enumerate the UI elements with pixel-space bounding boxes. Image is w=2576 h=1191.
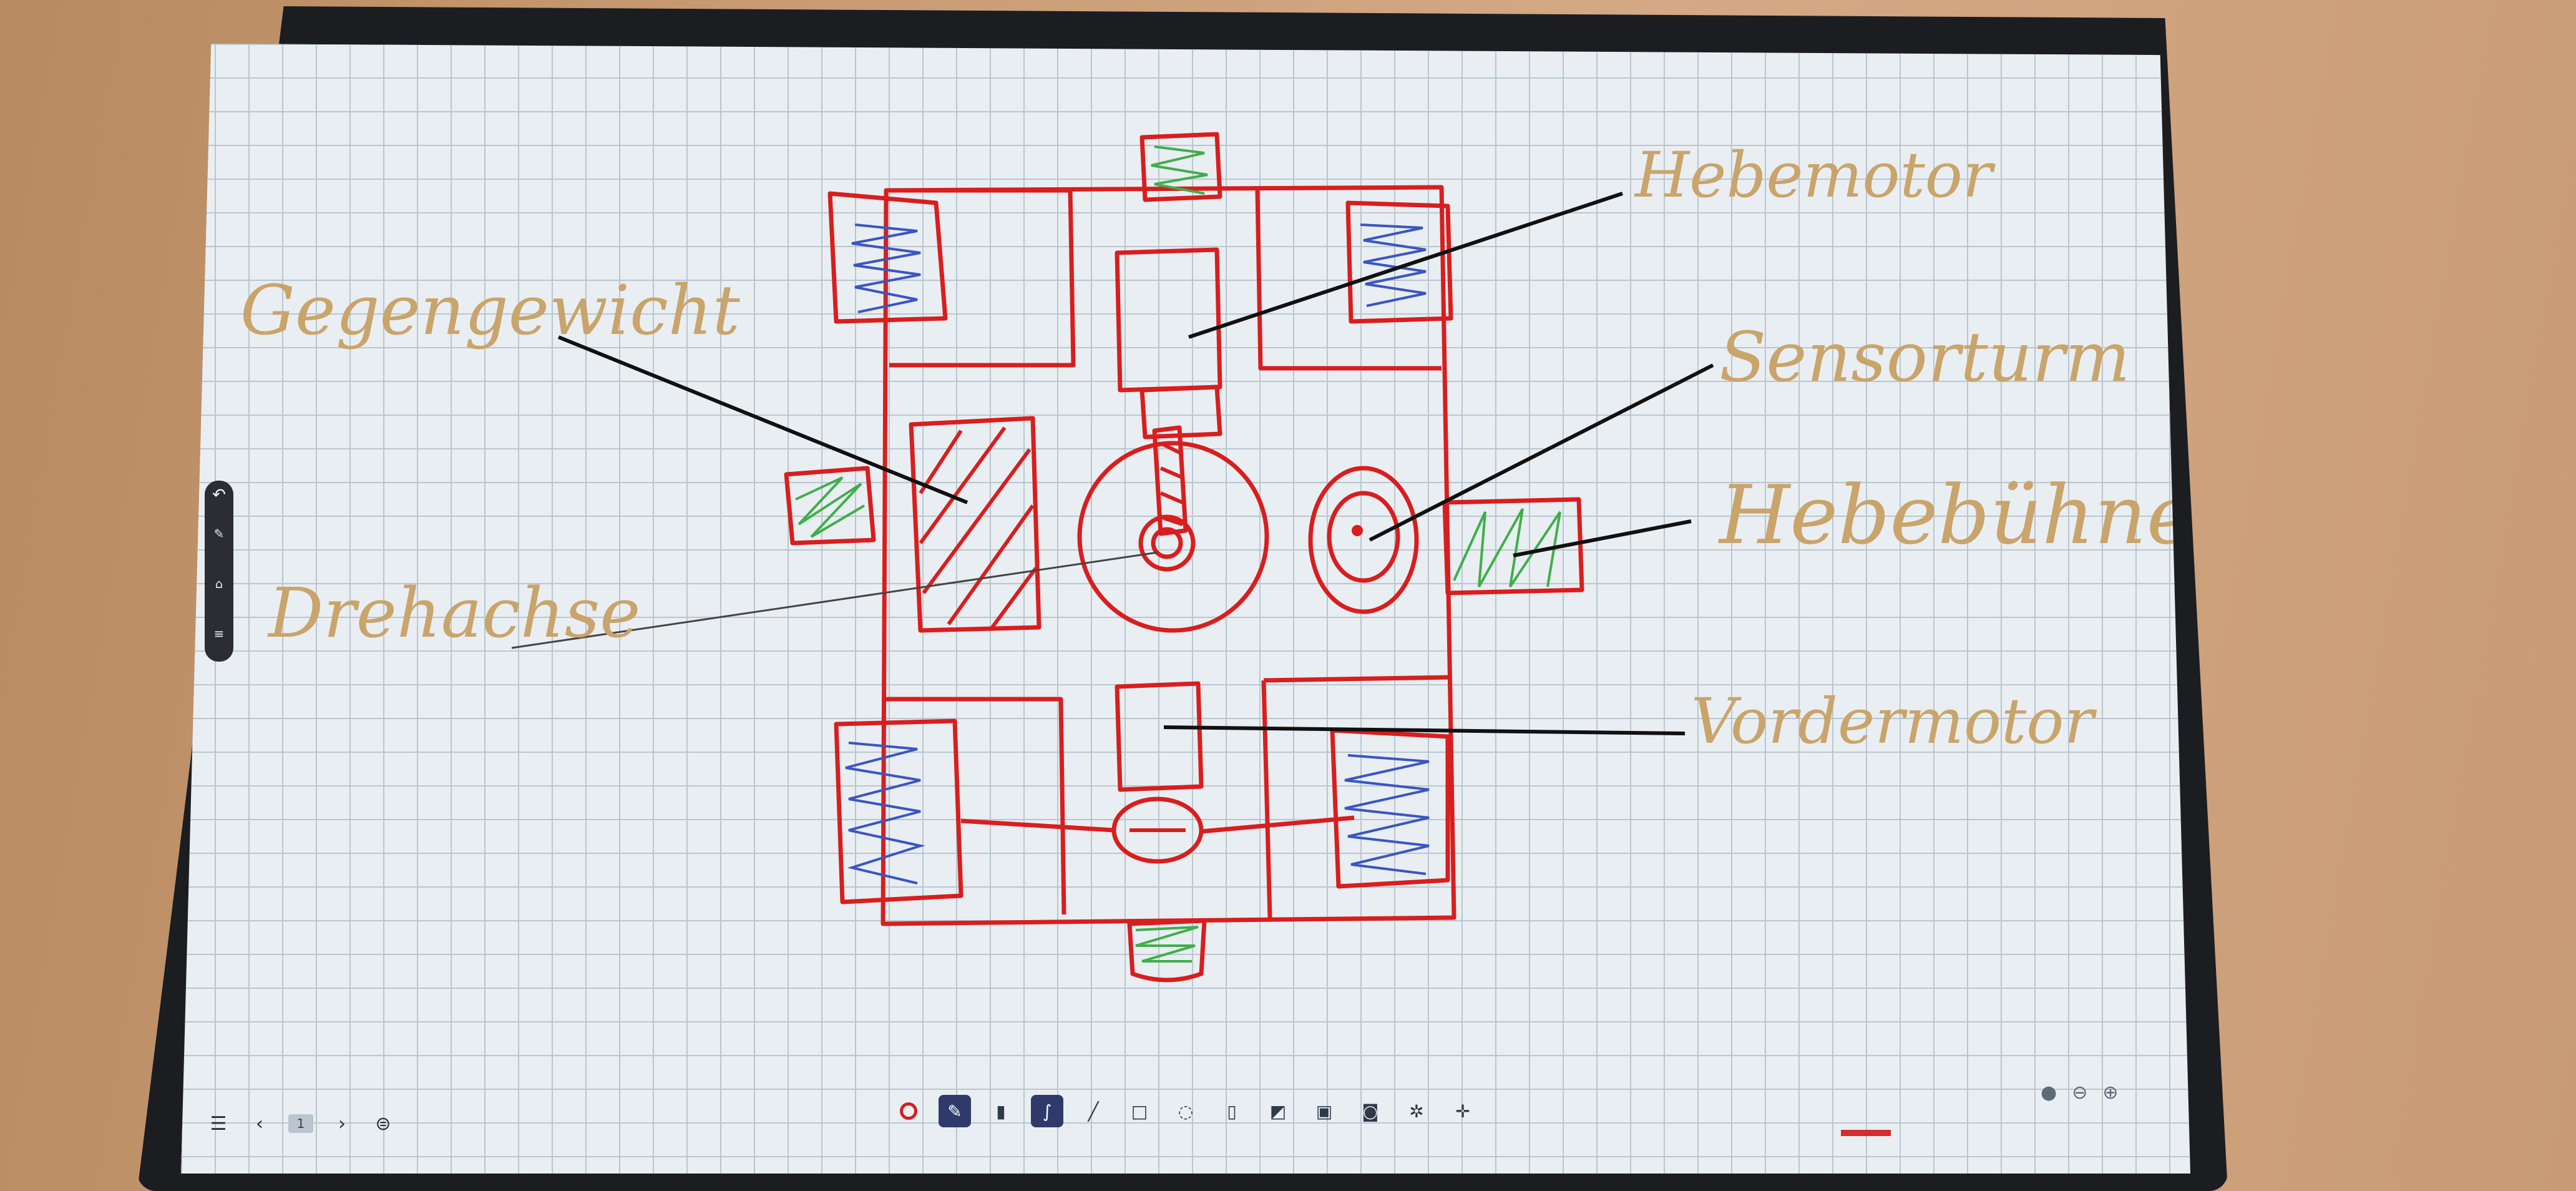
gear-shaft xyxy=(1152,425,1188,536)
side-rail: ✎ ⌂ ≡ xyxy=(205,481,233,662)
leader-hebemotor xyxy=(1188,192,1623,339)
lift-platform xyxy=(1442,497,1584,596)
fit-screen-icon[interactable]: ● xyxy=(2041,1081,2057,1104)
label-hebebuehne: Hebebühne xyxy=(1718,468,2190,562)
bottom-left-compartment xyxy=(883,697,1066,915)
top-right-compartment xyxy=(1255,190,1442,371)
chevron-right-icon[interactable]: › xyxy=(338,1112,346,1135)
wheel-left-middle xyxy=(784,466,876,546)
whiteboard-canvas[interactable]: Gegengewicht Hebemotor Sensorturm Hebebü… xyxy=(181,44,2190,1174)
robot-frame xyxy=(881,185,1456,926)
shape-recognition-icon[interactable]: ◩ xyxy=(1269,1100,1287,1122)
move-icon[interactable]: ✛ xyxy=(1455,1100,1470,1122)
camera-icon[interactable]: ◙ xyxy=(1362,1100,1379,1122)
line-icon[interactable]: ╱ xyxy=(1088,1100,1099,1122)
bottom-green-wheel-mount xyxy=(1127,918,1207,983)
undo-icon[interactable]: ↶ xyxy=(205,481,233,509)
label-vordermotor: Vordermotor xyxy=(1691,685,2097,758)
leader-vordermotor xyxy=(1163,725,1686,735)
side-menu-icon[interactable]: ≡ xyxy=(213,626,225,641)
spring-bottom-right xyxy=(1344,754,1430,875)
sensor-tower-ring xyxy=(1308,466,1419,614)
spring-bottom-left xyxy=(845,742,925,885)
lasso-icon[interactable]: ◌ xyxy=(1178,1100,1194,1122)
zoom-out-icon[interactable]: ⊖ xyxy=(2072,1081,2088,1104)
rotation-disc xyxy=(1077,441,1269,633)
counterweight-box xyxy=(909,416,1042,633)
image-icon[interactable]: ▣ xyxy=(1315,1100,1333,1122)
label-drehachse: Drehachse xyxy=(267,573,640,653)
leader-gegengewicht xyxy=(557,335,968,504)
chevron-left-icon[interactable]: ‹ xyxy=(256,1112,263,1135)
status-indicator xyxy=(1841,1130,1891,1136)
page-overview-icon[interactable]: ⊜ xyxy=(375,1112,391,1135)
label-hebemotor: Hebemotor xyxy=(1634,139,1996,212)
page-navigation: ☰ ‹ 1 › ⊜ xyxy=(206,1102,468,1145)
leader-drehachse xyxy=(511,551,1158,649)
page-number[interactable]: 1 xyxy=(288,1114,313,1133)
menu-icon[interactable]: ☰ xyxy=(210,1112,227,1135)
wheel-bottom-left xyxy=(834,718,964,904)
leader-sensorturm xyxy=(1368,363,1714,542)
home-icon[interactable]: ⌂ xyxy=(215,576,223,591)
pen-color-icon[interactable] xyxy=(892,1095,925,1127)
leader-hebebuehne xyxy=(1513,519,1692,557)
label-gegengewicht: Gegengewicht xyxy=(240,270,741,350)
pen-settings-icon[interactable]: ✎ xyxy=(213,526,225,541)
freehand-line-icon[interactable]: ∫ xyxy=(1031,1095,1063,1127)
sparkle-icon[interactable]: ✲ xyxy=(1409,1100,1424,1122)
front-axle xyxy=(960,815,1355,834)
top-left-compartment xyxy=(886,188,1076,368)
rectangle-icon[interactable]: □ xyxy=(1131,1100,1148,1122)
shaft-gear xyxy=(1138,514,1196,572)
bottom-right-compartment xyxy=(1261,675,1451,918)
hoist-motor-neck xyxy=(1139,385,1222,439)
spring-top-left xyxy=(851,223,921,313)
marker-icon[interactable]: ▮ xyxy=(996,1100,1006,1122)
label-sensorturm: Sensorturm xyxy=(1719,317,2130,397)
zoom-controls: ● ⊖ ⊕ xyxy=(2041,1077,2172,1108)
whiteboard-drawing: Gegengewicht Hebemotor Sensorturm Hebebü… xyxy=(240,132,2190,983)
top-green-wheel-mount xyxy=(1139,132,1222,202)
front-motor-box xyxy=(1115,681,1204,792)
zoom-in-icon[interactable]: ⊕ xyxy=(2102,1081,2119,1104)
tool-bar: ✎ ▮ ∫ ╱ □ ◌ ▯ ◩ ▣ ◙ ✲ ✛ xyxy=(892,1086,1529,1136)
spring-top-right xyxy=(1360,223,1427,307)
wheel-bottom-right xyxy=(1330,728,1450,889)
hoist-motor-box xyxy=(1115,247,1222,393)
eraser-icon[interactable]: ▯ xyxy=(1227,1100,1237,1122)
pen-icon[interactable]: ✎ xyxy=(939,1095,971,1127)
wheel-top-left xyxy=(827,191,948,324)
